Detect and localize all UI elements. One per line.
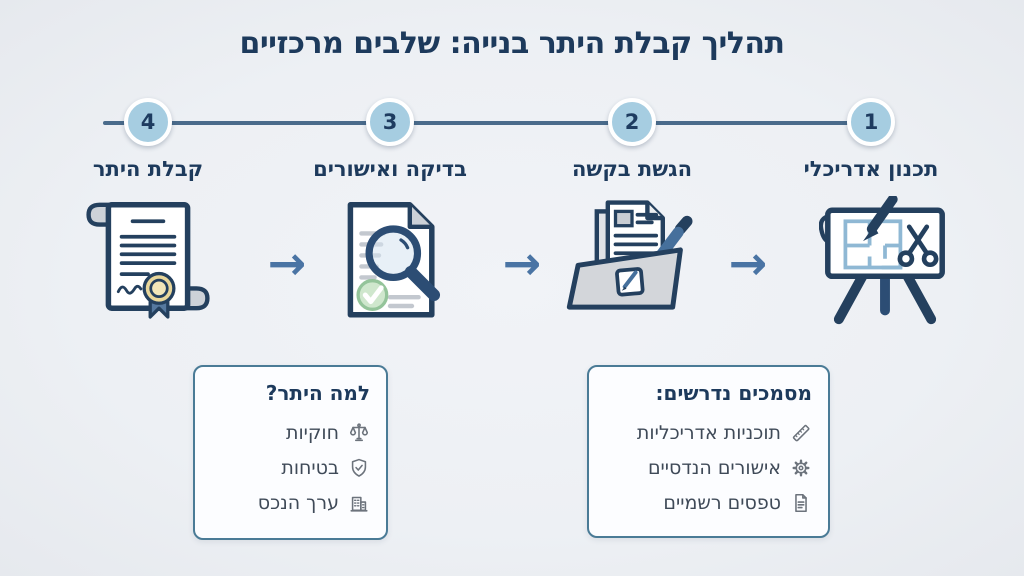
list-item-label: אישורים הנדסיים xyxy=(647,456,781,479)
timeline-line xyxy=(103,121,871,125)
step-3-number: 3 xyxy=(382,110,398,134)
step-2-number-badge: 2 xyxy=(608,98,656,146)
list-item-official-forms: טפסים רשמיים xyxy=(601,485,812,520)
list-item-property-value: ערך הנכס xyxy=(207,485,370,520)
ruler-icon xyxy=(790,422,812,444)
page-title: תהליך קבלת היתר בנייה: שלבים מרכזיים xyxy=(239,26,785,61)
list-item-engineering-approvals: אישורים הנדסיים xyxy=(601,450,812,485)
step-3-number-badge: 3 xyxy=(366,98,414,146)
step-1-label: תכנון אדריכלי xyxy=(803,157,939,181)
architect-easel-blueprint-icon xyxy=(819,196,951,328)
list-item-safety: בטיחות xyxy=(207,450,370,485)
step-1-number: 1 xyxy=(863,110,879,134)
step-3-label: בדיקה ואישורים xyxy=(313,157,467,181)
step-2-number: 2 xyxy=(624,110,640,134)
list-item-label: טפסים רשמיים xyxy=(663,491,781,514)
document-magnifier-check-icon xyxy=(324,196,456,328)
required-documents-title: מסמכים נדרשים: xyxy=(655,381,812,405)
certificate-seal-ribbon-icon xyxy=(82,196,214,328)
why-permit-box: למה היתר? חוקיות בטיחות xyxy=(193,365,388,540)
step-4-number-badge: 4 xyxy=(124,98,172,146)
flow-arrow-3: → xyxy=(267,236,307,290)
flow-arrow-1: → xyxy=(728,236,768,290)
building-icon xyxy=(348,492,370,514)
step-1-number-badge: 1 xyxy=(847,98,895,146)
step-2-label: הגשת בקשה xyxy=(571,157,692,181)
gear-icon xyxy=(790,457,812,479)
list-item-architectural-plans: תוכניות אדריכליות xyxy=(601,415,812,450)
list-item-label: חוקיות xyxy=(286,421,339,444)
folder-document-pen-icon xyxy=(566,196,698,328)
why-permit-title: למה היתר? xyxy=(265,381,370,405)
scales-icon xyxy=(348,422,370,444)
list-item-label: ערך הנכס xyxy=(257,491,339,514)
list-item-label: תוכניות אדריכליות xyxy=(636,421,781,444)
shield-check-icon xyxy=(348,457,370,479)
list-item-legality: חוקיות xyxy=(207,415,370,450)
flow-arrow-2: → xyxy=(502,236,542,290)
step-4-number: 4 xyxy=(140,110,156,134)
document-icon xyxy=(790,492,812,514)
list-item-label: בטיחות xyxy=(281,456,339,479)
required-documents-box: מסמכים נדרשים: תוכניות אדריכליות xyxy=(587,365,830,538)
step-4-label: קבלת היתר xyxy=(92,157,204,181)
